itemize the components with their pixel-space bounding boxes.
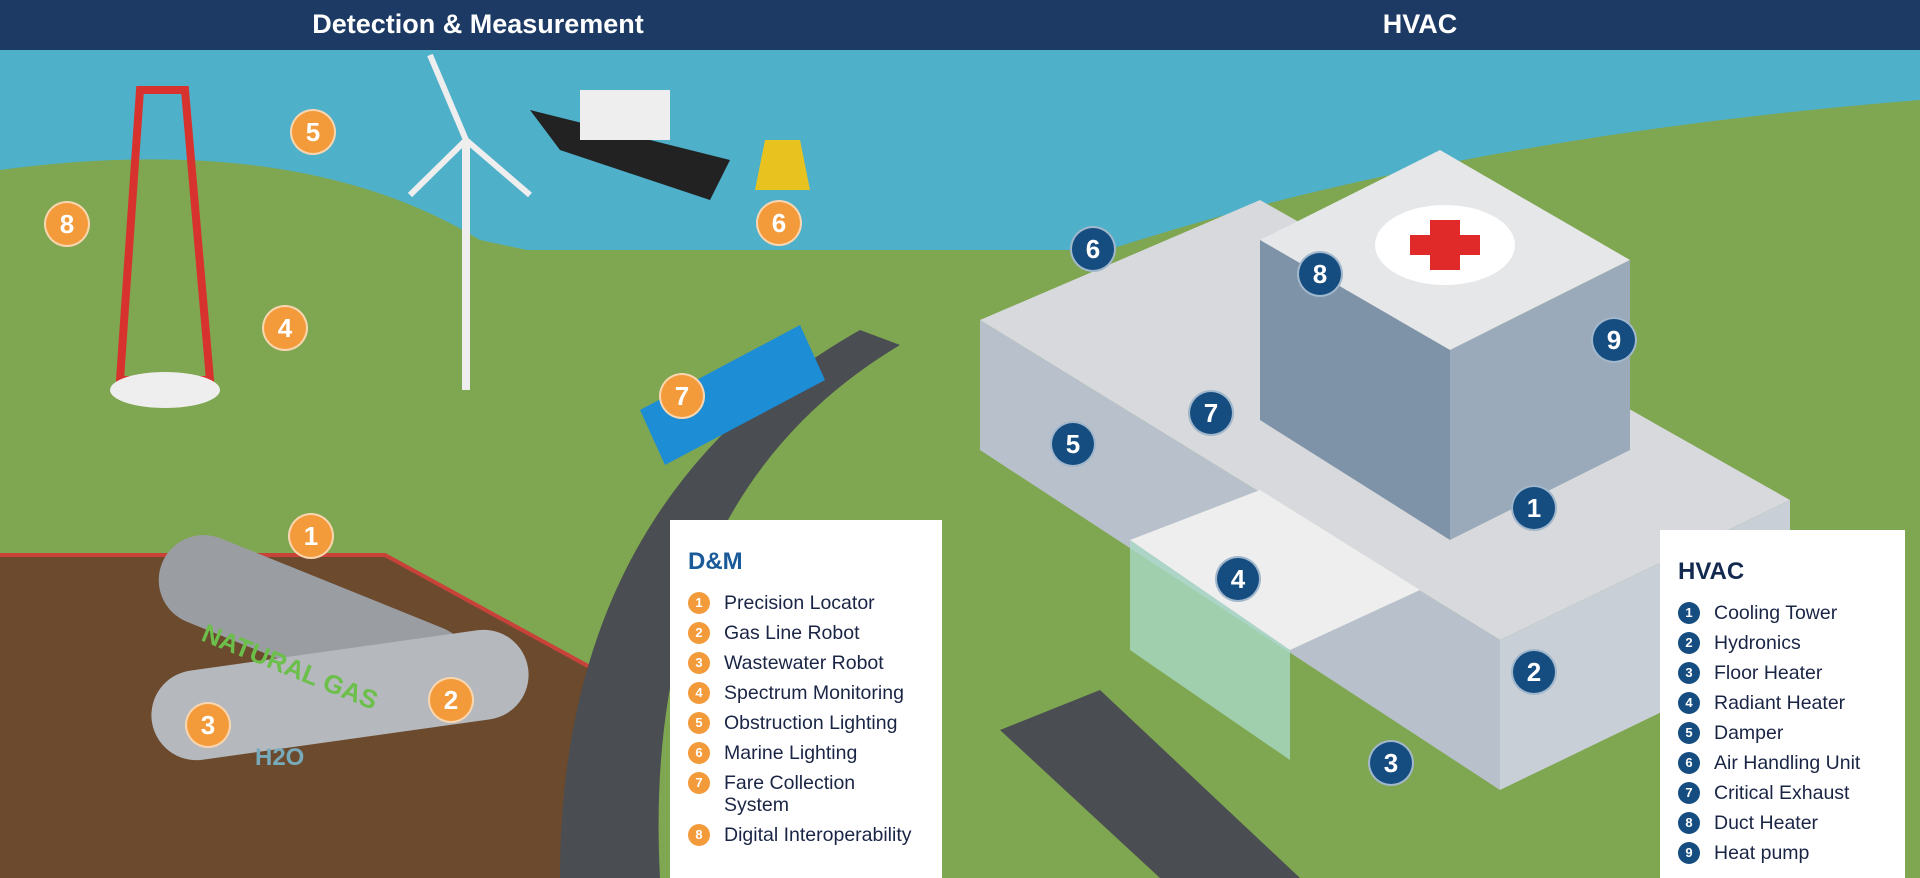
hvac-marker-5[interactable]: 5: [1050, 421, 1096, 467]
hvac-title: HVAC: [1382, 9, 1458, 39]
hvac-legend: HVAC 1 Cooling Tower 2 Hydronics 3 Floor Heat…: [1660, 530, 1905, 878]
legend-item-label: Critical Exhaust: [1714, 782, 1850, 804]
legend-item-label: Damper: [1714, 722, 1784, 744]
legend-number-badge: 8: [1678, 812, 1700, 834]
dm-marker-3[interactable]: 3: [185, 702, 231, 748]
dm-legend: D&M 1 Precision Locator 2 Gas Line Robot 3 Wa…: [670, 520, 942, 878]
legend-item: 8 Duct Heater: [1678, 812, 1885, 834]
legend-number-badge: 2: [688, 622, 710, 644]
legend-item: 4 Radiant Heater: [1678, 692, 1885, 714]
ship: [530, 90, 730, 200]
hvac-marker-3[interactable]: 3: [1368, 740, 1414, 786]
legend-item-label: Air Handling Unit: [1714, 752, 1861, 774]
legend-item-label: Heat pump: [1714, 842, 1810, 864]
legend-item-label: Spectrum Monitoring: [724, 682, 904, 704]
legend-item-label: Cooling Tower: [1714, 602, 1838, 624]
radio-tower: [110, 86, 220, 408]
header-bar: Detection & Measurement HVAC: [0, 0, 1920, 50]
legend-item: 2 Gas Line Robot: [688, 622, 922, 644]
legend-item: 3 Floor Heater: [1678, 662, 1885, 684]
legend-item-label: Obstruction Lighting: [724, 712, 898, 734]
wind-turbine: [407, 53, 532, 390]
legend-item: 1 Cooling Tower: [1678, 602, 1885, 624]
legend-item: 2 Hydronics: [1678, 632, 1885, 654]
hvac-marker-6[interactable]: 6: [1070, 226, 1116, 272]
hvac-marker-2[interactable]: 2: [1511, 649, 1557, 695]
legend-number-badge: 7: [1678, 782, 1700, 804]
legend-item-label: Wastewater Robot: [724, 652, 884, 674]
legend-item-label: Gas Line Robot: [724, 622, 860, 644]
legend-item: 6 Air Handling Unit: [1678, 752, 1885, 774]
legend-number-badge: 3: [1678, 662, 1700, 684]
ground-edge: [0, 553, 651, 702]
hospital: [980, 150, 1790, 790]
bus: [640, 325, 825, 465]
legend-number-badge: 7: [688, 772, 710, 794]
dm-marker-8[interactable]: 8: [44, 201, 90, 247]
legend-item: 7 Fare Collection System: [688, 772, 922, 816]
legend-item-label: Marine Lighting: [724, 742, 858, 764]
road-right: [1000, 690, 1300, 878]
dm-marker-7[interactable]: 7: [659, 373, 705, 419]
buoy: [755, 140, 810, 190]
legend-number-badge: 1: [1678, 602, 1700, 624]
legend-number-badge: 5: [1678, 722, 1700, 744]
pipes: NATURAL GAS H2O: [151, 535, 529, 771]
legend-item: 5 Damper: [1678, 722, 1885, 744]
road-left: [560, 330, 900, 878]
legend-number-badge: 3: [688, 652, 710, 674]
legend-item-label: Fare Collection System: [724, 772, 856, 816]
legend-number-badge: 2: [1678, 632, 1700, 654]
legend-item: 7 Critical Exhaust: [1678, 782, 1885, 804]
legend-item: 8 Digital Interoperability: [688, 824, 922, 846]
hvac-legend-title: HVAC: [1678, 558, 1745, 585]
legend-number-badge: 1: [688, 592, 710, 614]
legend-item: 6 Marine Lighting: [688, 742, 922, 764]
hvac-marker-9[interactable]: 9: [1591, 317, 1637, 363]
legend-item: 3 Wastewater Robot: [688, 652, 922, 674]
legend-item: 4 Spectrum Monitoring: [688, 682, 922, 704]
dm-legend-title: D&M: [688, 548, 743, 575]
pipe-water-label: H2O: [255, 744, 304, 771]
dm-marker-6[interactable]: 6: [756, 200, 802, 246]
dm-marker-4[interactable]: 4: [262, 305, 308, 351]
legend-number-badge: 6: [688, 742, 710, 764]
hvac-marker-8[interactable]: 8: [1297, 251, 1343, 297]
legend-number-badge: 8: [688, 824, 710, 846]
dm-marker-2[interactable]: 2: [428, 677, 474, 723]
legend-item: 9 Heat pump: [1678, 842, 1885, 864]
dm-marker-1[interactable]: 1: [288, 513, 334, 559]
legend-number-badge: 5: [688, 712, 710, 734]
dm-marker-5[interactable]: 5: [290, 109, 336, 155]
legend-number-badge: 4: [1678, 692, 1700, 714]
hvac-marker-4[interactable]: 4: [1215, 556, 1261, 602]
legend-item-label: Floor Heater: [1714, 662, 1823, 684]
legend-item-label: Hydronics: [1714, 632, 1801, 654]
detection-measurement-title: Detection & Measurement: [312, 9, 644, 39]
legend-item: 5 Obstruction Lighting: [688, 712, 922, 734]
legend-item-label: Precision Locator: [724, 592, 875, 614]
hvac-marker-1[interactable]: 1: [1511, 485, 1557, 531]
legend-number-badge: 6: [1678, 752, 1700, 774]
legend-item-label: Radiant Heater: [1714, 692, 1846, 714]
legend-number-badge: 9: [1678, 842, 1700, 864]
legend-item-label: Duct Heater: [1714, 812, 1819, 834]
legend-item-label: Digital Interoperability: [724, 824, 912, 846]
legend-number-badge: 4: [688, 682, 710, 704]
hvac-marker-7[interactable]: 7: [1188, 390, 1234, 436]
legend-item: 1 Precision Locator: [688, 592, 922, 614]
